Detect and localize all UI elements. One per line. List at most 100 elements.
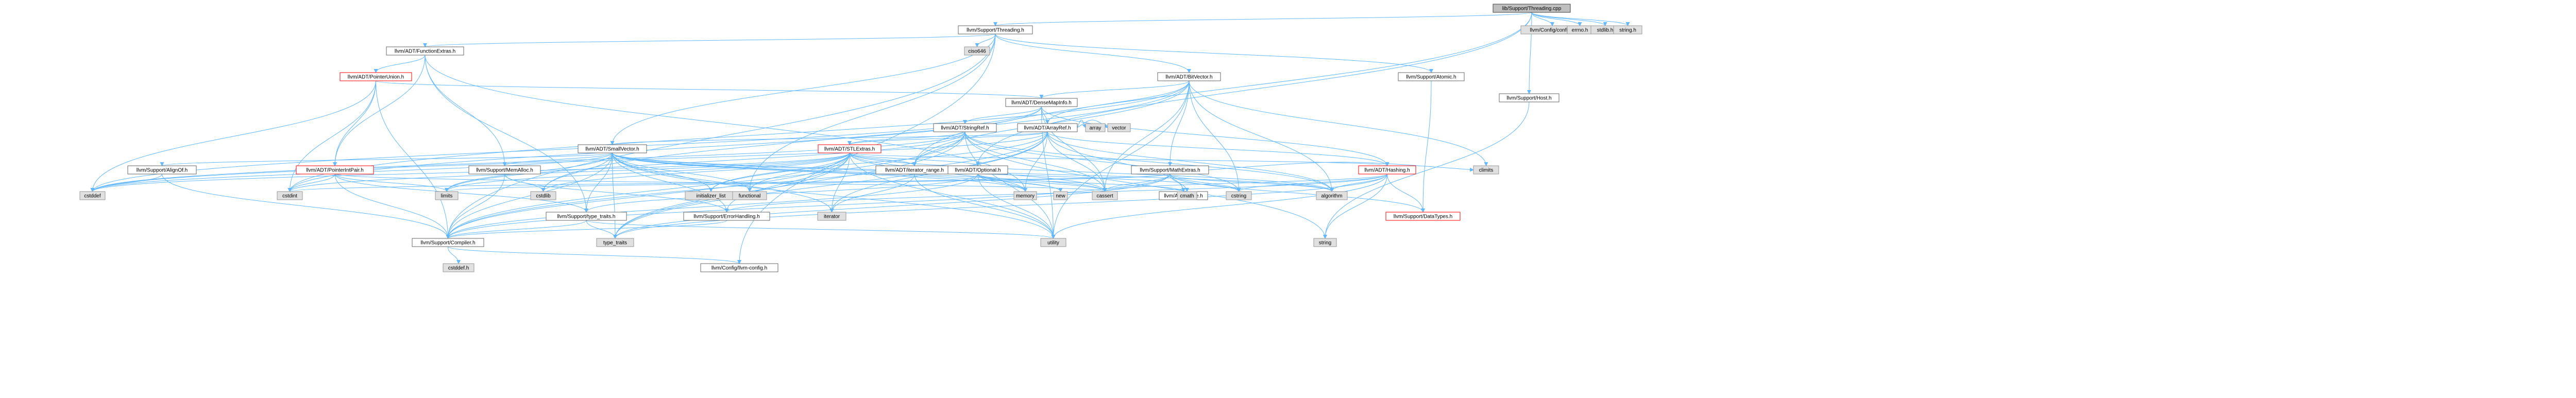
node-label: errno.h bbox=[1572, 28, 1588, 33]
node-atomic-h[interactable]: llvm/Support/Atomic.h bbox=[1398, 72, 1465, 81]
edge-type-traits-h-to-compiler-h bbox=[446, 220, 587, 239]
edge-bitvector-h-to-densemapinfo-h bbox=[1039, 80, 1190, 99]
edge-hashing-h-to-cstring bbox=[1236, 174, 1387, 192]
edge-stringref-h-to-type-traits bbox=[613, 131, 965, 239]
edge-densemapinfo-h-to-cassert bbox=[1041, 106, 1107, 192]
graph-nodes: lib/Support/Threading.cpp llvm/Support/Th… bbox=[79, 4, 1642, 272]
node-stringref-h[interactable]: llvm/ADT/StringRef.h bbox=[933, 123, 997, 132]
node-cstddef-h: cstddef.h bbox=[443, 263, 474, 272]
node-vector: vector bbox=[1107, 123, 1131, 132]
edge-bitvector-h-to-cstdlib bbox=[541, 80, 1190, 192]
edge-stringref-h-to-cstring bbox=[964, 131, 1241, 192]
edge-hashing-h-to-string bbox=[1323, 174, 1387, 239]
node-label: llvm/ADT/Hashing.h bbox=[1364, 168, 1410, 174]
edge-smallvector-h-to-compiler-h bbox=[446, 152, 613, 239]
edge-arrayref-h-to-smallvector-h bbox=[610, 131, 1048, 145]
edge-function-extras-h-to-pointer-union-h bbox=[374, 55, 426, 73]
node-label: cstddef bbox=[84, 194, 100, 199]
node-compiler-h[interactable]: llvm/Support/Compiler.h bbox=[412, 238, 484, 247]
edge-pointerintpair-h-to-compiler-h bbox=[334, 174, 450, 239]
edge-arrayref-h-to-none-h bbox=[1047, 131, 1185, 192]
node-label: llvm/ADT/FunctionExtras.h bbox=[395, 49, 455, 55]
node-label: llvm/Config/config.h bbox=[1530, 28, 1574, 33]
edge-atomic-h-to-datatypes-h bbox=[1421, 80, 1432, 213]
node-memalloc-h[interactable]: llvm/Support/MemAlloc.h bbox=[468, 165, 541, 175]
edge-arrayref-h-to-compiler-h bbox=[446, 131, 1048, 239]
edge-mathextras-h-to-cmath bbox=[1170, 174, 1189, 192]
node-label: cstdlib bbox=[536, 194, 551, 199]
edge-optional-h-to-type-traits-h bbox=[584, 174, 978, 213]
node-label: llvm/ADT/SmallVector.h bbox=[585, 147, 639, 152]
node-algorithm: algorithm bbox=[1316, 191, 1348, 200]
edge-threading-h-to-function-extras-h bbox=[423, 33, 996, 47]
node-label: llvm/Support/type_traits.h bbox=[557, 214, 616, 220]
edge-hashing-h-to-utility bbox=[1051, 174, 1387, 239]
edge-arrayref-h-to-stlextras-h bbox=[848, 131, 1048, 145]
node-host-h[interactable]: llvm/Support/Host.h bbox=[1499, 93, 1560, 102]
edge-stringref-h-to-stlextras-h bbox=[848, 131, 965, 145]
node-errorhandling-h[interactable]: llvm/Support/ErrorHandling.h bbox=[683, 212, 770, 221]
edge-mathextras-h-to-cassert bbox=[1103, 174, 1171, 192]
node-string: string bbox=[1313, 238, 1337, 247]
node-label: llvm/Support/Host.h bbox=[1506, 96, 1551, 101]
edge-stlextras-h-to-iterator-range-h bbox=[849, 152, 917, 166]
node-root[interactable]: lib/Support/Threading.cpp bbox=[1493, 4, 1571, 13]
node-label: limits bbox=[441, 194, 453, 199]
node-label: cstddef.h bbox=[448, 266, 469, 271]
edge-pointer-union-h-to-compiler-h bbox=[376, 80, 450, 239]
edge-pointer-union-h-to-cstddef bbox=[90, 80, 376, 192]
node-mathextras-h[interactable]: llvm/Support/MathExtras.h bbox=[1131, 165, 1209, 175]
node-arrayref-h[interactable]: llvm/ADT/ArrayRef.h bbox=[1017, 123, 1078, 132]
node-label: llvm/Support/MathExtras.h bbox=[1140, 168, 1200, 174]
edge-arrayref-h-to-hashing-h bbox=[1047, 131, 1389, 166]
edge-pointerintpair-h-to-type-traits-h bbox=[334, 174, 588, 213]
node-optional-h[interactable]: llvm/ADT/Optional.h bbox=[947, 165, 1008, 175]
edge-smallvector-h-to-utility bbox=[612, 152, 1056, 239]
edge-alignof-h-to-compiler-h bbox=[162, 174, 450, 239]
node-type-traits-h[interactable]: llvm/Support/type_traits.h bbox=[546, 212, 627, 221]
node-smallvector-h[interactable]: llvm/ADT/SmallVector.h bbox=[578, 144, 647, 153]
node-label: type_traits bbox=[603, 240, 627, 246]
node-label: cstring bbox=[1231, 194, 1246, 199]
node-label: llvm/Support/Threading.h bbox=[967, 28, 1024, 33]
edge-densemapinfo-h-to-stringref-h bbox=[963, 106, 1042, 124]
edge-smallvector-h-to-cassert bbox=[612, 152, 1107, 192]
node-densemapinfo-h[interactable]: llvm/ADT/DenseMapInfo.h bbox=[1005, 98, 1078, 107]
edge-compiler-h-to-llvm-config-h bbox=[448, 246, 741, 264]
node-llvm-config-h[interactable]: llvm/Config/llvm-config.h bbox=[700, 263, 778, 272]
node-pointerintpair-h[interactable]: llvm/ADT/PointerIntPair.h bbox=[296, 165, 374, 175]
node-alignof-h[interactable]: llvm/Support/AlignOf.h bbox=[127, 165, 197, 175]
edge-stlextras-h-to-utility bbox=[849, 152, 1056, 239]
node-pointer-union-h[interactable]: llvm/ADT/PointerUnion.h bbox=[340, 72, 412, 81]
node-datatypes-h[interactable]: llvm/Support/DataTypes.h bbox=[1385, 212, 1461, 221]
edge-densemapinfo-h-to-cstdint bbox=[287, 106, 1042, 192]
edge-bitvector-h-to-arrayref-h bbox=[1045, 80, 1190, 124]
node-threading-h[interactable]: llvm/Support/Threading.h bbox=[958, 25, 1033, 34]
edge-stlextras-h-to-errorhandling-h bbox=[724, 152, 850, 213]
edge-optional-h-to-cassert bbox=[977, 174, 1107, 192]
node-label: vector bbox=[1112, 126, 1126, 131]
edge-threading-h-to-ciso646 bbox=[975, 33, 996, 47]
node-bitvector-h[interactable]: llvm/ADT/BitVector.h bbox=[1157, 72, 1221, 81]
edge-root-to-string-h bbox=[1531, 12, 1630, 26]
node-label: stdlib.h bbox=[1597, 28, 1614, 33]
edge-optional-h-to-compiler-h bbox=[446, 174, 978, 239]
edge-mathextras-h-to-cstring bbox=[1170, 174, 1241, 192]
edge-smallvector-h-to-type-traits-h bbox=[584, 152, 613, 213]
node-label: llvm/Support/ErrorHandling.h bbox=[693, 214, 759, 220]
edge-root-to-config-h bbox=[1531, 12, 1554, 26]
edge-pointerintpair-h-to-limits bbox=[334, 174, 449, 192]
edge-threading-h-to-bitvector-h bbox=[995, 33, 1191, 73]
edge-smallvector-h-to-initializer-list bbox=[612, 152, 713, 192]
node-label: climits bbox=[1479, 168, 1494, 174]
node-iterator-range-h[interactable]: llvm/ADT/iterator_range.h bbox=[875, 165, 954, 175]
node-label: functional bbox=[739, 194, 761, 199]
node-function-extras-h[interactable]: llvm/ADT/FunctionExtras.h bbox=[386, 46, 464, 56]
node-label: string.h bbox=[1619, 28, 1636, 33]
edge-smallvector-h-to-new bbox=[612, 152, 1063, 192]
node-hashing-h[interactable]: llvm/ADT/Hashing.h bbox=[1358, 165, 1416, 175]
node-label: cassert bbox=[1096, 194, 1113, 199]
node-label: llvm/ADT/iterator_range.h bbox=[885, 168, 944, 174]
node-stlextras-h[interactable]: llvm/ADT/STLExtras.h bbox=[818, 144, 882, 153]
node-initializer-list: initializer_list bbox=[685, 191, 737, 200]
